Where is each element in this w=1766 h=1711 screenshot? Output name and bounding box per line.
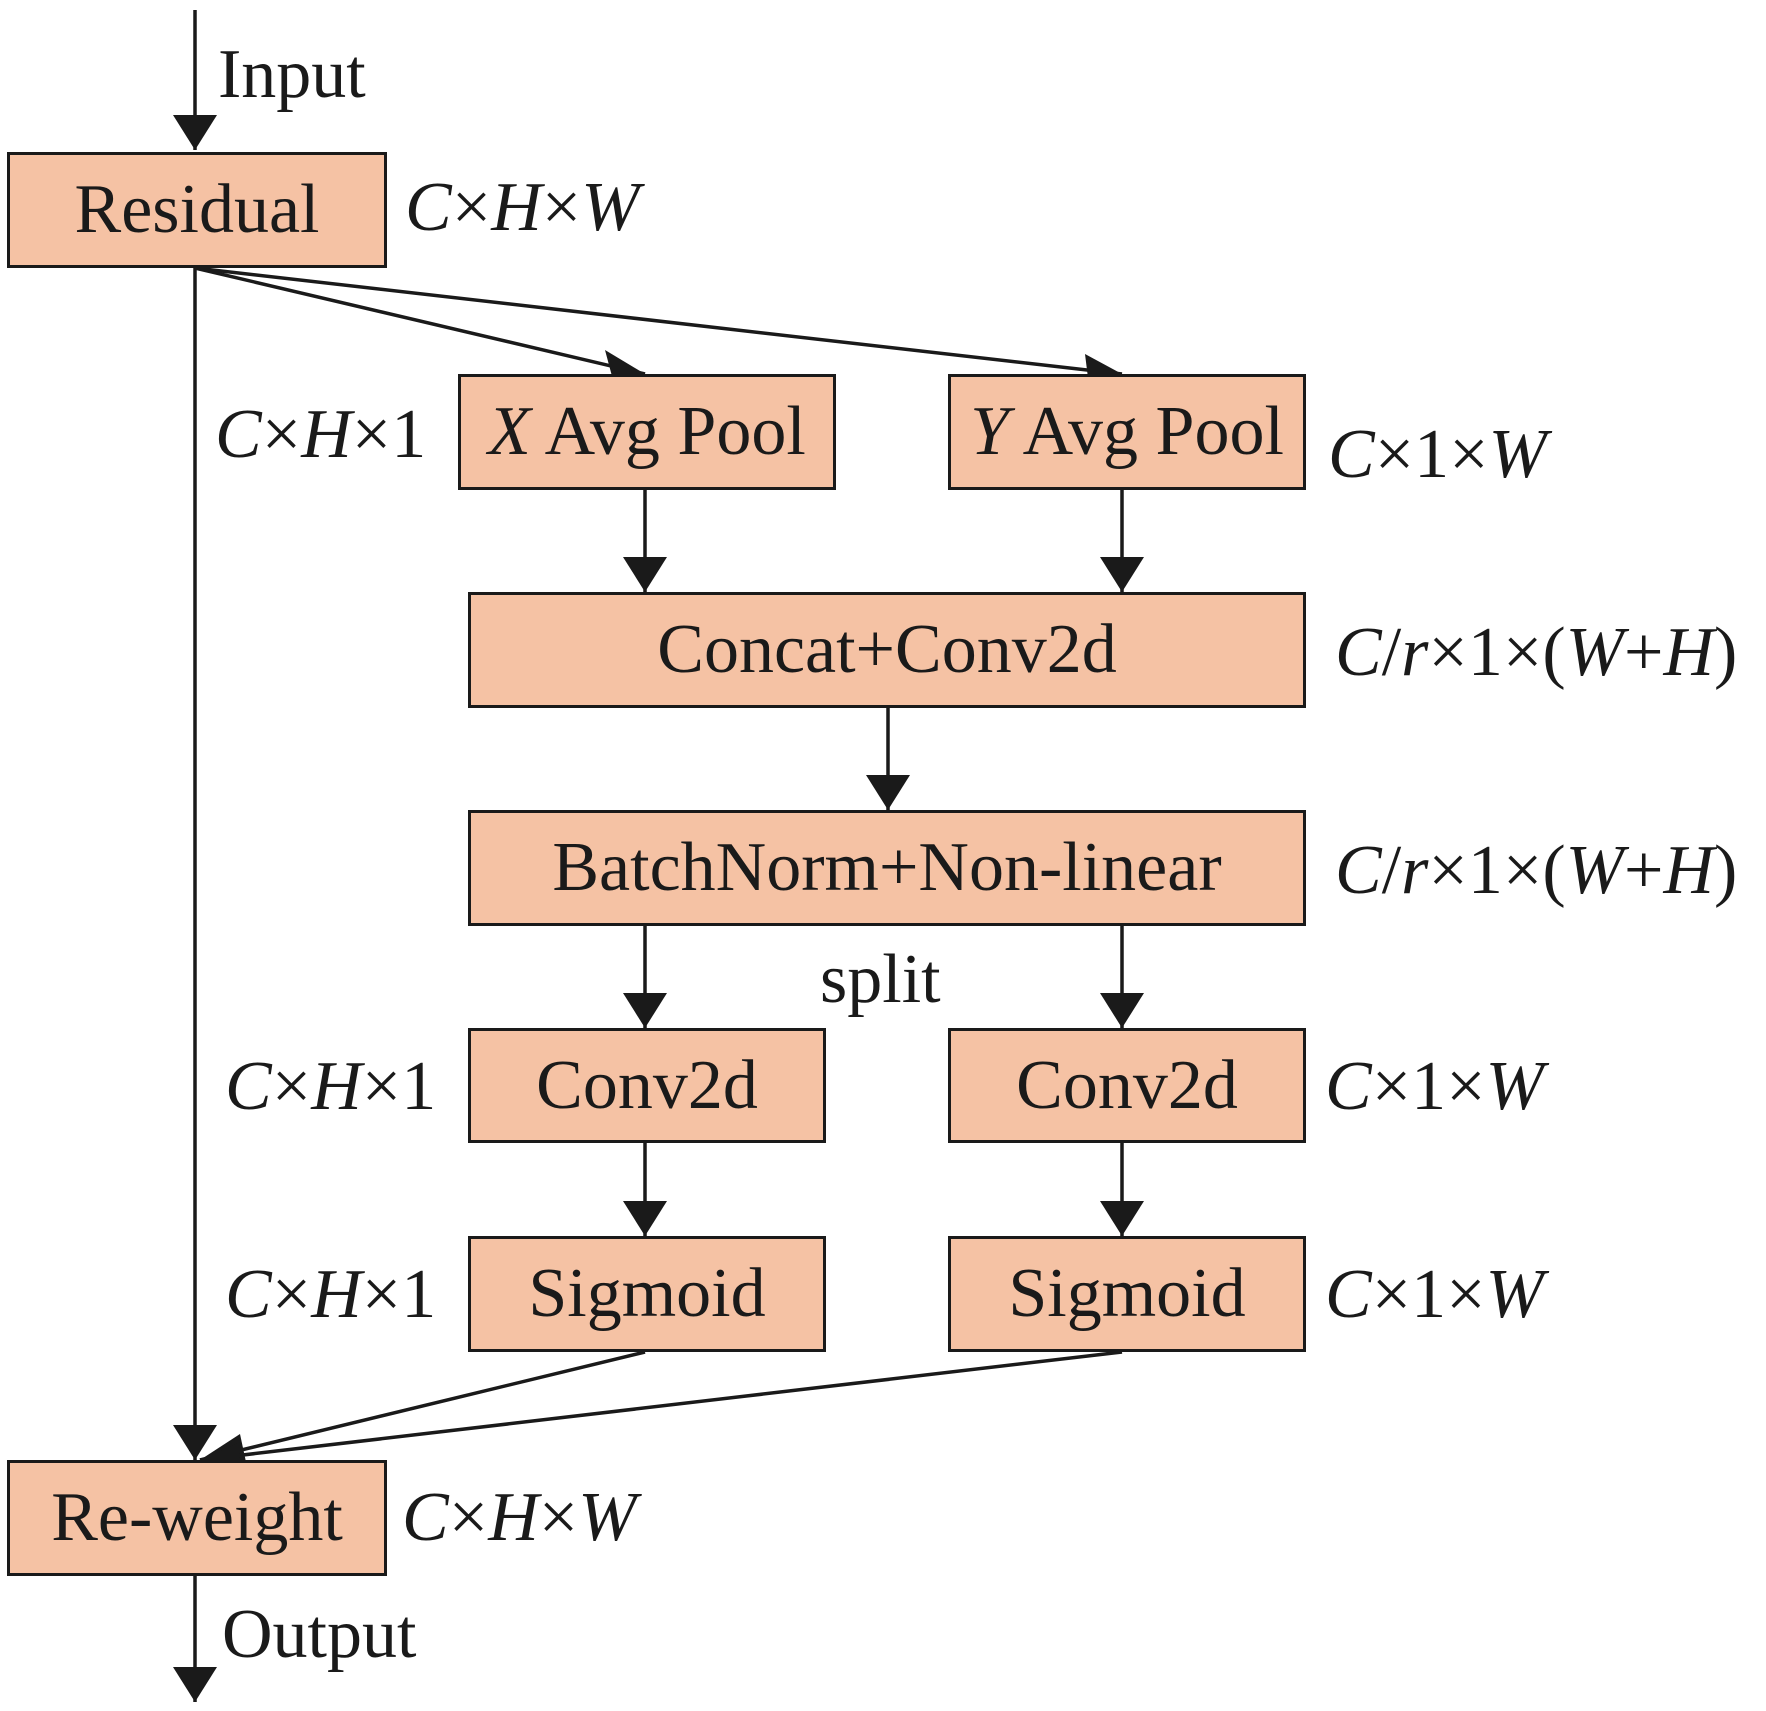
sigmoid-right-shape-label: C×1×W xyxy=(1325,1256,1544,1333)
input-label: Input xyxy=(218,36,366,113)
y-pool-shape-label: C×1×W xyxy=(1328,416,1547,493)
bn-shape-label: C/r×1×(W+H) xyxy=(1335,832,1738,909)
y-avg-pool-label: Y Avg Pool xyxy=(970,393,1284,470)
x-pool-shape-label: C×H×1 xyxy=(215,396,427,473)
batchnorm-nonlinear-label: BatchNorm+Non-linear xyxy=(552,829,1222,906)
residual-shape-label: C×H×W xyxy=(405,169,640,246)
x-avg-pool-block: X Avg Pool xyxy=(458,374,836,490)
y-avg-pool-block: Y Avg Pool xyxy=(948,374,1306,490)
concat-conv2d-block: Concat+Conv2d xyxy=(468,592,1306,708)
reweight-block: Re-weight xyxy=(7,1460,387,1576)
sigmoid-left-shape-label: C×H×1 xyxy=(225,1256,437,1333)
residual-block-label: Residual xyxy=(74,171,320,248)
reweight-shape-label: C×H×W xyxy=(402,1479,637,1556)
residual-to-y-pool-arrow xyxy=(194,266,1123,376)
residual-to-x-pool-arrow xyxy=(194,266,646,376)
sigmoid-left-block: Sigmoid xyxy=(468,1236,826,1352)
sigmoid-left-to-reweight-arrow xyxy=(199,1350,646,1462)
output-label: Output xyxy=(222,1596,417,1673)
x-avg-pool-label: X Avg Pool xyxy=(488,393,806,470)
conv2d-left-label: Conv2d xyxy=(536,1046,758,1124)
concat-conv2d-label: Concat+Conv2d xyxy=(657,611,1117,688)
concat-shape-label: C/r×1×(W+H) xyxy=(1335,614,1738,691)
conv2d-right-label: Conv2d xyxy=(1016,1046,1238,1124)
sigmoid-left-label: Sigmoid xyxy=(528,1255,766,1332)
conv2d-right-block: Conv2d xyxy=(948,1028,1306,1143)
residual-block: Residual xyxy=(7,152,387,268)
conv-left-shape-label: C×H×1 xyxy=(225,1048,437,1125)
sigmoid-right-to-reweight-arrow xyxy=(199,1350,1123,1462)
batchnorm-nonlinear-block: BatchNorm+Non-linear xyxy=(468,810,1306,926)
conv2d-left-block: Conv2d xyxy=(468,1028,826,1143)
conv-right-shape-label: C×1×W xyxy=(1325,1048,1544,1125)
reweight-block-label: Re-weight xyxy=(51,1479,343,1556)
split-label: split xyxy=(820,941,941,1018)
sigmoid-right-label: Sigmoid xyxy=(1008,1255,1246,1332)
sigmoid-right-block: Sigmoid xyxy=(948,1236,1306,1352)
